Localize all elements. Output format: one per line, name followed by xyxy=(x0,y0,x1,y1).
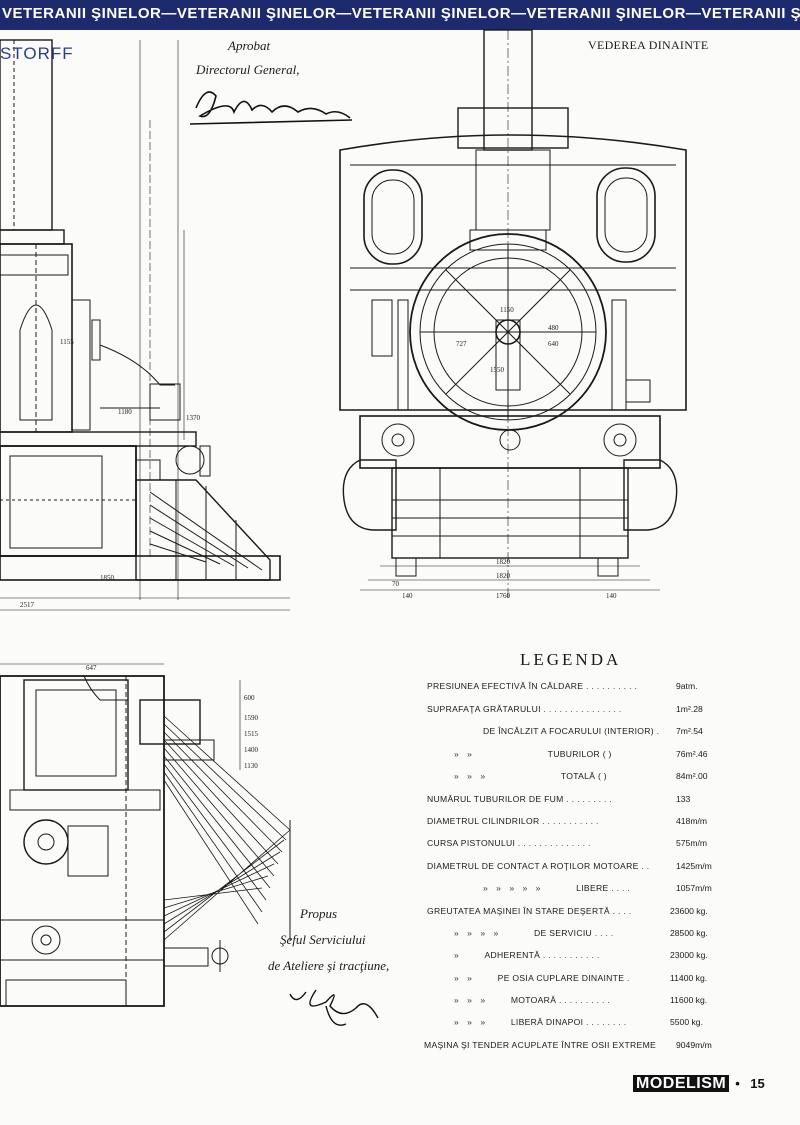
legend-value: 9049m/m xyxy=(676,1040,712,1050)
front-dim-640: 640 xyxy=(548,340,559,348)
legend-row: » » » LIBERĂ DINAPOI ........ xyxy=(454,1017,630,1027)
plan-dim-2: 600 xyxy=(244,694,255,702)
legend-value: 84m².00 xyxy=(676,771,708,781)
legend-row: NUMĂRUL TUBURILOR DE FUM ......... xyxy=(427,794,615,804)
front-dim-inner: 1820 xyxy=(496,558,511,566)
front-view-title: VEDEREA DINAINTE xyxy=(588,38,709,52)
legend-row: » » » MOTOARĂ .......... xyxy=(454,995,613,1005)
legend-value: 1m².28 xyxy=(676,704,703,714)
legend-value: 7m².54 xyxy=(676,726,703,736)
legend-value: 9atm. xyxy=(676,681,698,691)
workshops-label: de Ateliere şi tracţiune, xyxy=(268,958,390,973)
front-dim-727: 727 xyxy=(456,340,467,348)
legend-value: 11600 kg. xyxy=(670,995,708,1005)
side-dim-1: 2517 xyxy=(20,601,35,609)
front-dim-width: 1820 xyxy=(496,572,511,580)
side-dim-5: 1370 xyxy=(186,414,201,422)
legend-value: 76m².46 xyxy=(676,749,708,759)
front-dim-left: 140 xyxy=(402,592,413,600)
side-dim-3: 1155 xyxy=(60,338,74,346)
plan-dim-1: 647 xyxy=(86,664,97,672)
legend-row: DIAMETRUL DE CONTACT A ROŢILOR MOTOARE .… xyxy=(427,861,653,871)
legend-value: 5500 kg. xyxy=(670,1017,703,1027)
header-banner: VETERANII ŞINELOR—VETERANII ŞINELOR—VETE… xyxy=(0,0,800,30)
legend-row: » » » » » LIBERE .... xyxy=(483,883,633,893)
legend-value: 11400 kg. xyxy=(670,973,708,983)
front-view-drawing: 1820 1760 1820 140 140 70 1150 640 480 7… xyxy=(339,29,687,600)
page-footer: MODELISM• 15 xyxy=(633,1075,765,1093)
magazine-brand: MODELISM xyxy=(633,1075,730,1092)
legend-value: 23000 kg. xyxy=(670,950,708,960)
chief-label: Şeful Serviciului xyxy=(280,932,366,947)
proposed-label: Propus xyxy=(300,906,338,921)
banner-text: VETERANII ŞINELOR—VETERANII ŞINELOR—VETE… xyxy=(2,5,800,22)
legend-row: SUPRAFAŢA GRĂTARULUI ............... xyxy=(427,704,625,714)
legend-value: 133 xyxy=(676,794,691,804)
front-dim-1550: 1550 xyxy=(490,366,505,374)
plan-dim-6: 1130 xyxy=(244,762,258,770)
legend-value: 1425m/m xyxy=(676,861,712,871)
front-dim-gauge: 1760 xyxy=(496,592,511,600)
plan-view-drawing: 647 600 1590 1515 1400 1130 xyxy=(0,663,291,1007)
chief-signature-icon xyxy=(289,989,379,1026)
page-number: 15 xyxy=(750,1076,765,1091)
legend-row: PRESIUNEA EFECTIVĂ ÎN CĂLDARE .......... xyxy=(427,681,640,691)
legend-value: 23600 kg. xyxy=(670,906,708,916)
front-dim-right: 140 xyxy=(606,592,617,600)
legend-row: MAŞINA ŞI TENDER ACUPLATE ÎNTRE OSII EXT… xyxy=(424,1040,657,1050)
director-label: Directorul General, xyxy=(196,62,300,77)
side-dim-2: 1850 xyxy=(100,574,115,582)
plan-dim-5: 1400 xyxy=(244,746,259,754)
side-dim-4: 1180 xyxy=(118,408,132,416)
approval-signature-icon xyxy=(189,91,353,125)
side-view-drawing: 2517 1850 1155 1180 1370 xyxy=(0,39,290,611)
front-dim-offset: 70 xyxy=(392,580,400,588)
legend-row: GREUTATEA MAŞINEI ÎN STARE DEŞERTĂ .... xyxy=(427,906,635,916)
legend-value: 575m/m xyxy=(676,838,708,848)
legend-row: DE ÎNCĂLZIT A FOCARULUI (INTERIOR) . xyxy=(483,726,663,736)
plan-dim-3: 1590 xyxy=(244,714,259,722)
legend-row: CURSA PISTONULUI .............. xyxy=(427,838,594,848)
plan-dim-4: 1515 xyxy=(244,730,259,738)
legend-row: » » TUBURILOR ( ) xyxy=(454,749,612,759)
front-dim-480: 480 xyxy=(548,324,559,332)
legend-value: 28500 kg. xyxy=(670,928,708,938)
legend-row: DIAMETRUL CILINDRILOR ........... xyxy=(427,816,602,826)
legend-row: » ADHERENTĂ ........... xyxy=(454,950,603,960)
front-dim-door: 1150 xyxy=(500,306,514,314)
legend-row: » » » » DE SERVICIU .... xyxy=(454,928,617,938)
legend-row: » » PE OSIA CUPLARE DINAINTE . xyxy=(454,973,633,983)
legend-row: » » » TOTALĂ ( ) xyxy=(454,771,607,781)
legend-value: 1057m/m xyxy=(676,883,712,893)
approved-label: Aprobat xyxy=(228,38,271,53)
legend-title: LEGENDA xyxy=(520,650,622,669)
maker-fragment: STORFF xyxy=(0,44,74,63)
legend-value: 418m/m xyxy=(676,816,708,826)
